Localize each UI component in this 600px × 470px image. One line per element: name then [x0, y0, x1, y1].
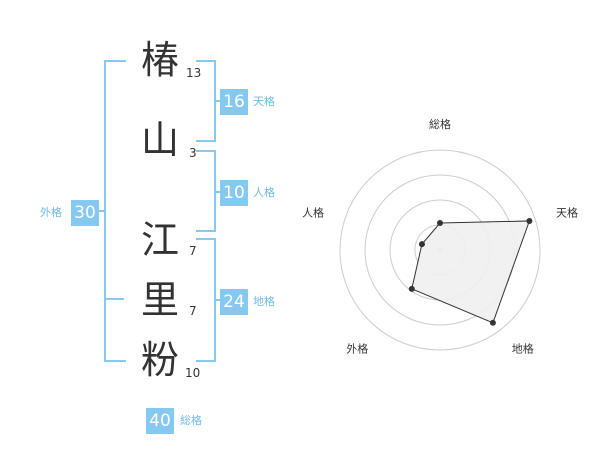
radar-point-1 [437, 220, 443, 226]
radar-axis-label-1: 総格 [429, 117, 451, 131]
chikaku-value: 24 [220, 289, 248, 315]
tenkaku-label: 天格 [253, 95, 275, 108]
name-char-2: 山 [140, 118, 179, 162]
radar-point-5 [418, 241, 425, 248]
soukaku-label: 総格 [180, 414, 202, 427]
radar-axis-label-2: 天格 [556, 205, 578, 219]
stroke-count-5: 10 [185, 366, 201, 380]
stroke-count-2: 3 [189, 146, 197, 160]
jinkaku-label: 人格 [253, 186, 275, 199]
radar-ring [339, 149, 541, 351]
name-char-1: 椿 [140, 38, 179, 82]
chikaku-label: 地格 [253, 295, 275, 308]
name-char-3: 江 [140, 218, 179, 262]
radar-point-4 [408, 285, 415, 292]
name-char-5: 粉 [140, 338, 179, 382]
gaikaku-bracket [104, 60, 126, 362]
radar-point-3 [489, 319, 496, 326]
radar-point-2 [526, 217, 533, 224]
soukaku-value: 40 [146, 408, 174, 434]
stroke-count-3: 7 [189, 244, 197, 258]
gaikaku-split-tick [104, 298, 124, 300]
name-char-4: 里 [140, 278, 179, 322]
stroke-count-1: 13 [186, 66, 202, 80]
gaikaku-value: 30 [71, 200, 99, 226]
stroke-count-4: 7 [189, 304, 197, 318]
tenkaku-tick [214, 100, 220, 102]
radar-data-polygon [411, 220, 531, 324]
tenkaku-value: 16 [220, 89, 248, 115]
radar-axis-label-4: 外格 [346, 342, 368, 356]
chikaku-tick [214, 299, 220, 301]
jinkaku-tick [214, 191, 220, 193]
gaikaku-tick [96, 210, 104, 212]
gaikaku-label: 外格 [40, 206, 62, 219]
chikaku-bracket [196, 238, 216, 362]
jinkaku-bracket [196, 150, 216, 232]
radar-axis-label-3: 地格 [512, 342, 534, 356]
radar-axis-label-5: 人格 [302, 205, 324, 219]
tenkaku-bracket [196, 60, 216, 142]
jinkaku-value: 10 [220, 180, 248, 206]
